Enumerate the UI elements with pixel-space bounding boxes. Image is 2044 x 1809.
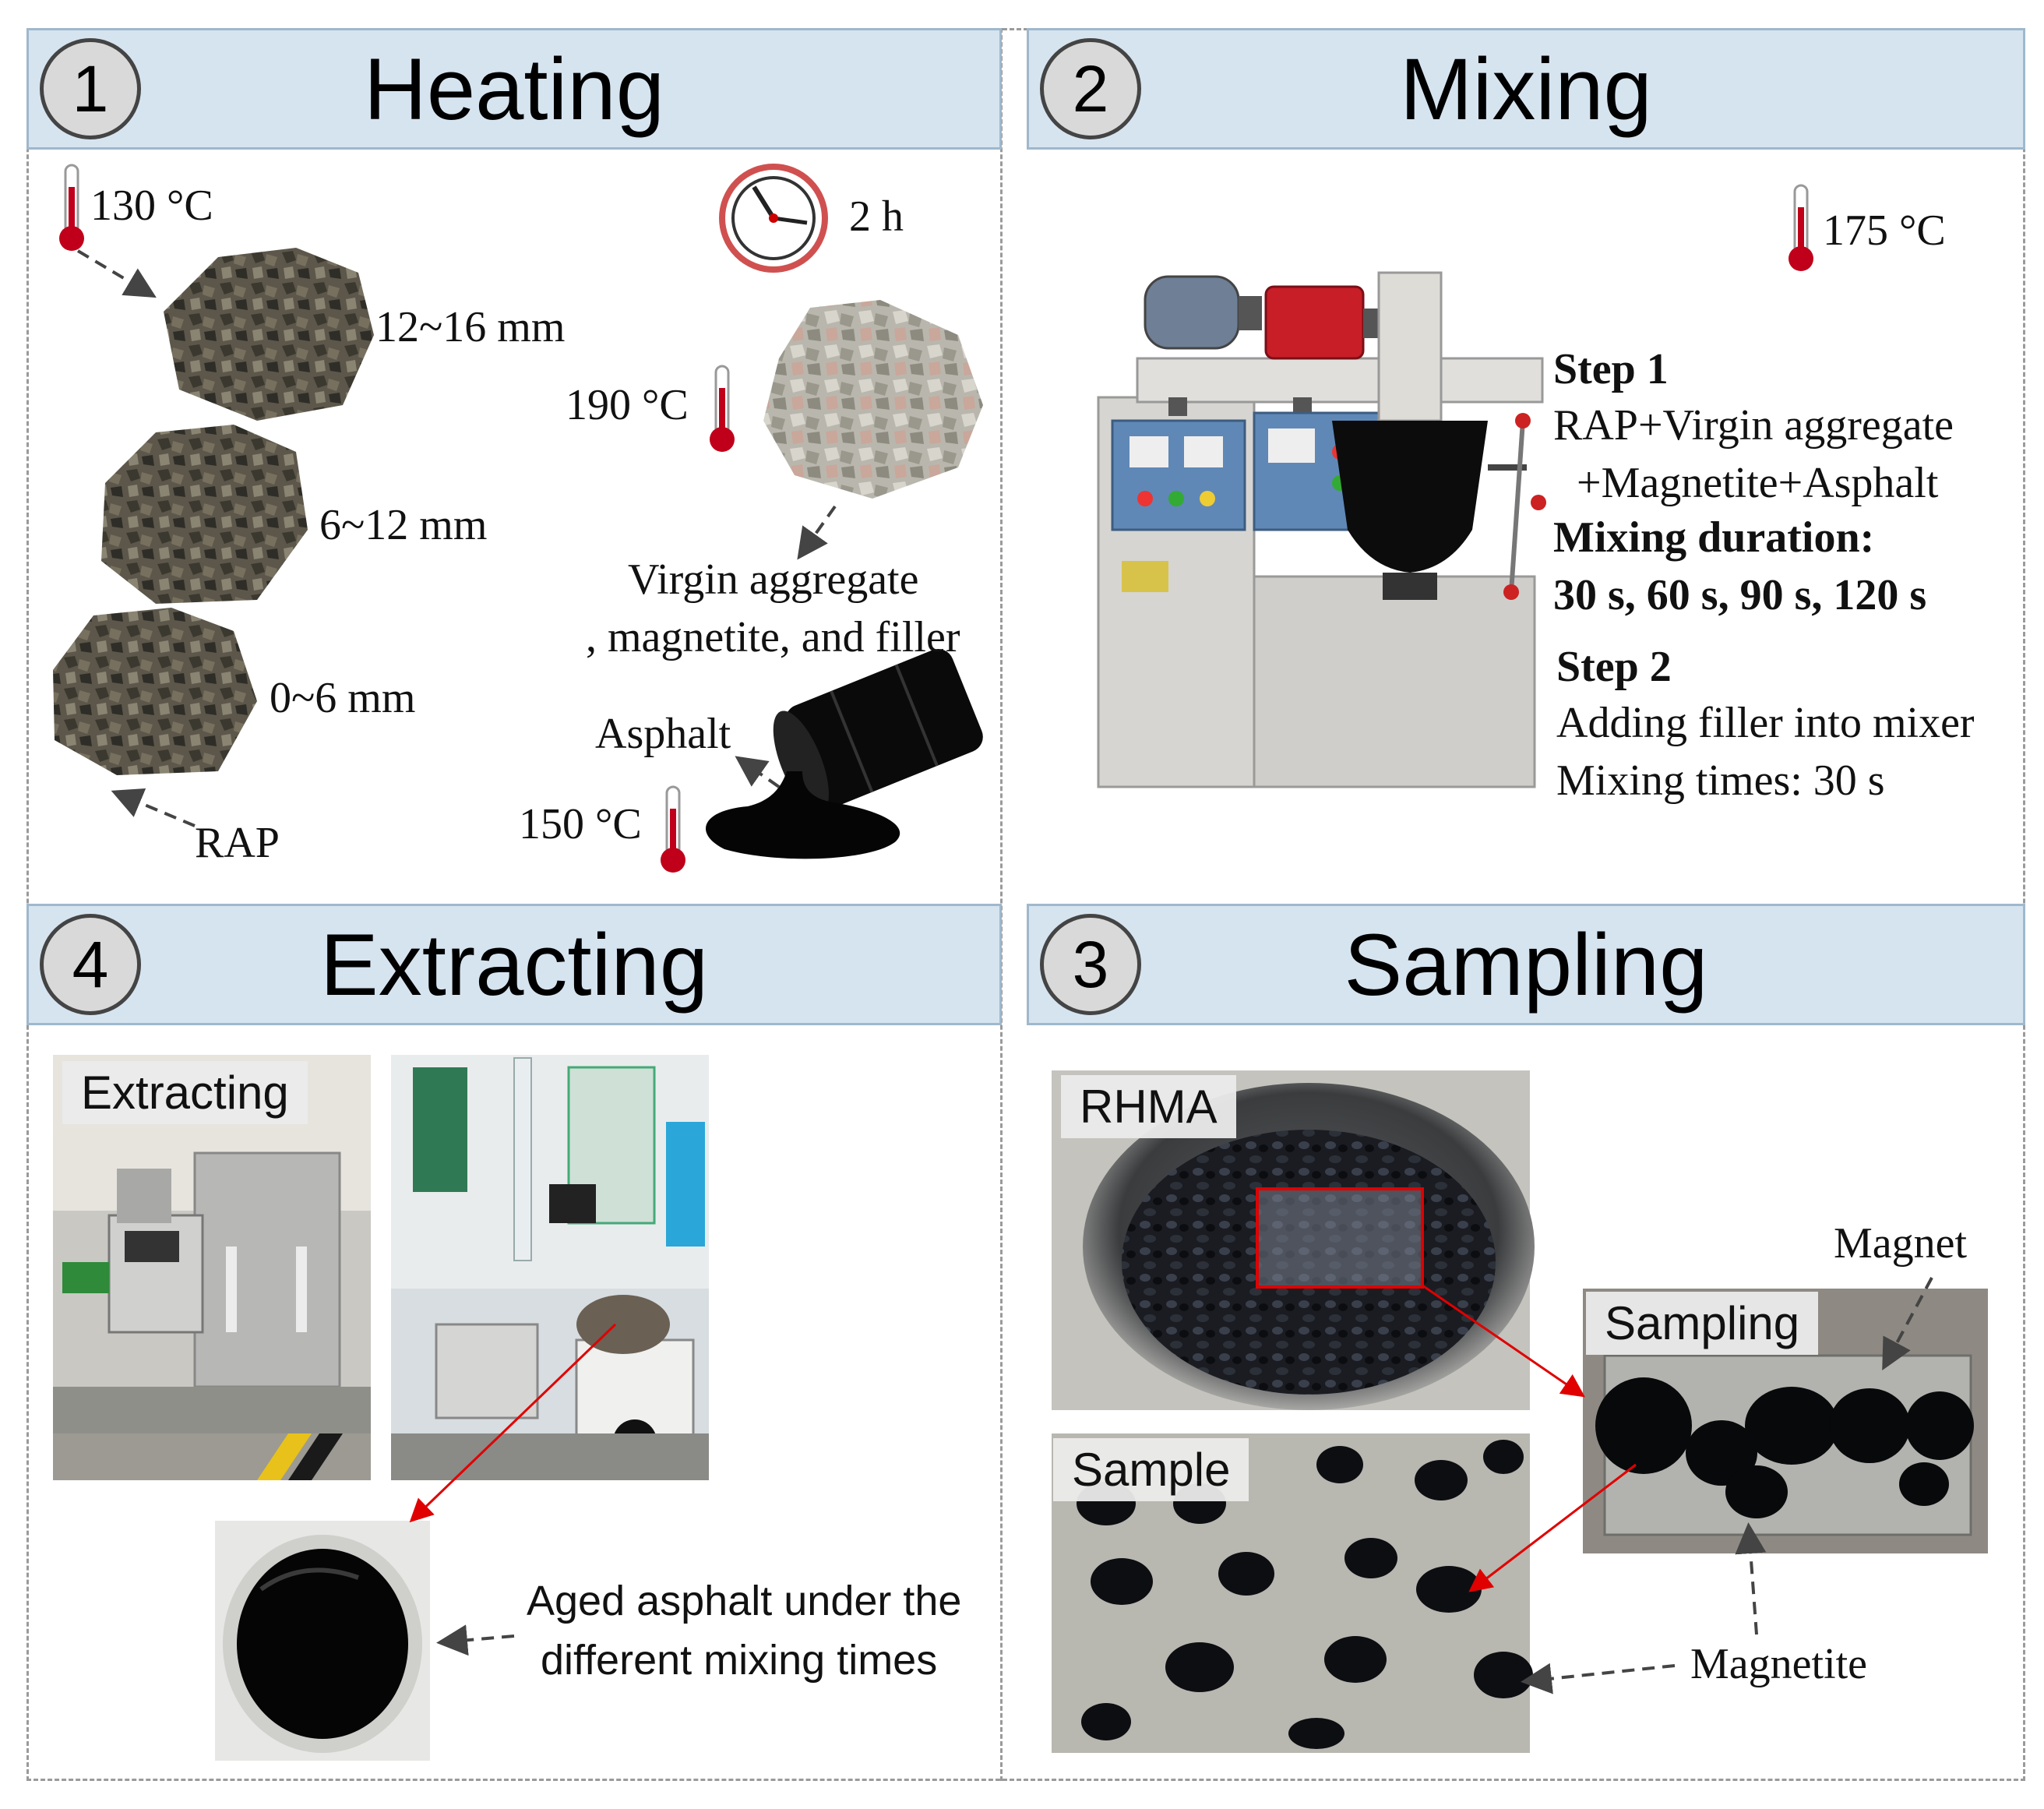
thermometer-icon bbox=[1788, 184, 1813, 271]
panel-title: Sampling bbox=[1344, 916, 1708, 1014]
mixing-duration-values: 30 s, 60 s, 90 s, 120 s bbox=[1553, 571, 1927, 619]
asphalt-barrel-icon bbox=[706, 649, 983, 859]
panel-header-sampling: 3 Sampling bbox=[1027, 904, 2025, 1025]
thermometer-icon bbox=[710, 365, 735, 452]
aged-asphalt-bowl-photo bbox=[215, 1521, 430, 1761]
rhma-bowl-photo bbox=[1052, 1070, 1535, 1410]
asphalt-label: Asphalt bbox=[595, 710, 731, 758]
aged-asphalt-caption-line2: different mixing times bbox=[541, 1637, 938, 1684]
thermometer-icon bbox=[59, 164, 84, 251]
magnet-label: Magnet bbox=[1834, 1219, 1968, 1268]
step1-line2: +Magnetite+Asphalt bbox=[1577, 459, 1939, 507]
panel-header-mixing: 2 Mixing bbox=[1027, 28, 2025, 150]
virgin-aggregate-pile bbox=[763, 300, 983, 499]
step1-title: Step 1 bbox=[1553, 345, 1669, 393]
step-number-badge: 2 bbox=[1040, 38, 1141, 139]
rap-pile-small bbox=[53, 608, 257, 775]
step-number-badge: 3 bbox=[1040, 914, 1141, 1015]
clock-icon bbox=[719, 164, 828, 273]
panel-title: Heating bbox=[363, 41, 665, 138]
step1-line1: RAP+Virgin aggregate bbox=[1553, 401, 1954, 450]
panel-title: Extracting bbox=[320, 916, 708, 1014]
rap-pile-medium bbox=[101, 425, 308, 604]
asphalt-mixer-machine bbox=[1097, 271, 1546, 788]
virgin-aggregate-label: Virgin aggregate bbox=[628, 555, 919, 604]
rap-temperature-label: 130 °C bbox=[90, 182, 213, 230]
magnetite-label: Magnetite bbox=[1690, 1640, 1868, 1688]
panel-header-heating: 1 Heating bbox=[26, 28, 1002, 150]
size-medium-label: 6~12 mm bbox=[319, 501, 488, 549]
aged-asphalt-caption-line1: Aged asphalt under the bbox=[527, 1578, 962, 1624]
mixing-duration-title: Mixing duration: bbox=[1553, 513, 1875, 562]
magnet-sampling-photo bbox=[1583, 1289, 1988, 1553]
size-small-label: 0~6 mm bbox=[270, 674, 416, 722]
virgin-temperature-label: 190 °C bbox=[566, 381, 689, 429]
extracting-photo-tag: Extracting bbox=[62, 1061, 308, 1124]
extracting-machine-photo bbox=[53, 1055, 371, 1480]
mixing-temperature-label: 175 °C bbox=[1823, 206, 1946, 255]
sample-photo-tag: Sample bbox=[1053, 1438, 1249, 1501]
step2-title: Step 2 bbox=[1556, 643, 1672, 691]
rotary-evaporator-photo bbox=[391, 1055, 709, 1480]
panel-header-extracting: 4 Extracting bbox=[26, 904, 1002, 1025]
step2-line2: Mixing times: 30 s bbox=[1556, 756, 1885, 805]
sampling-photo-tag: Sampling bbox=[1586, 1292, 1819, 1355]
thermometer-icon bbox=[661, 785, 685, 873]
panel-title: Mixing bbox=[1400, 41, 1652, 138]
rap-label: RAP bbox=[195, 819, 280, 867]
step2-line1: Adding filler into mixer bbox=[1556, 699, 1975, 747]
rhma-photo-tag: RHMA bbox=[1061, 1075, 1236, 1138]
step-number-badge: 1 bbox=[40, 38, 141, 139]
rap-pile-large bbox=[164, 248, 374, 421]
asphalt-temperature-label: 150 °C bbox=[519, 800, 642, 848]
virgin-aggregate-label-2: , magnetite, and filler bbox=[586, 613, 960, 661]
step-number-badge: 4 bbox=[40, 914, 141, 1015]
size-large-label: 12~16 mm bbox=[375, 303, 566, 351]
sample-tray-photo bbox=[1052, 1433, 1533, 1753]
heating-time-label: 2 h bbox=[849, 192, 904, 241]
